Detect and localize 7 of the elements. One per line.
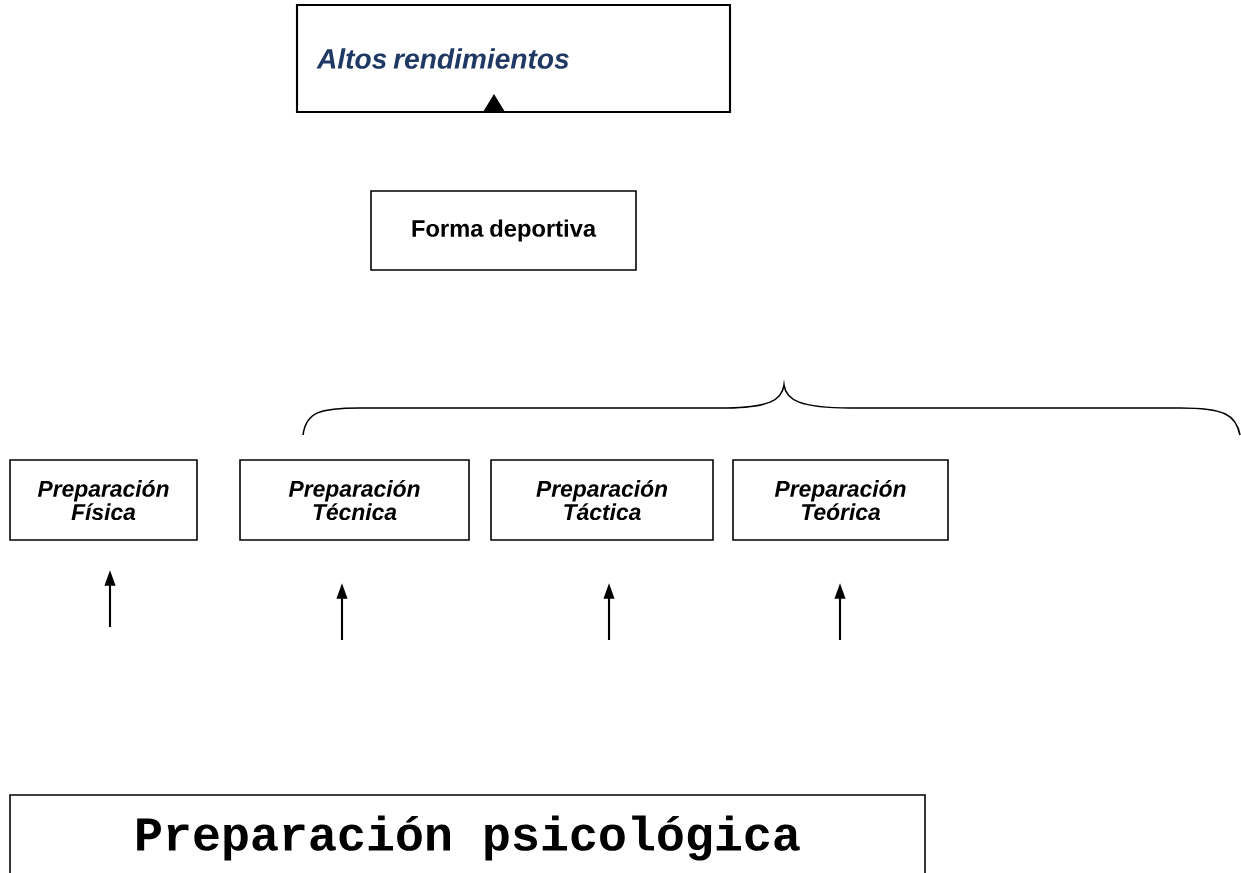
title-box: Altos rendimientos [295, 3, 732, 114]
text-box: Preparación Técnica [239, 459, 470, 541]
text-box: Preparación Teórica [732, 459, 949, 541]
text-box: Preparación psicológica [9, 794, 926, 873]
text-box: Forma deportiva [370, 190, 637, 271]
text-box: Preparación Física [9, 459, 198, 541]
text-box: Preparación Táctica [490, 459, 714, 541]
